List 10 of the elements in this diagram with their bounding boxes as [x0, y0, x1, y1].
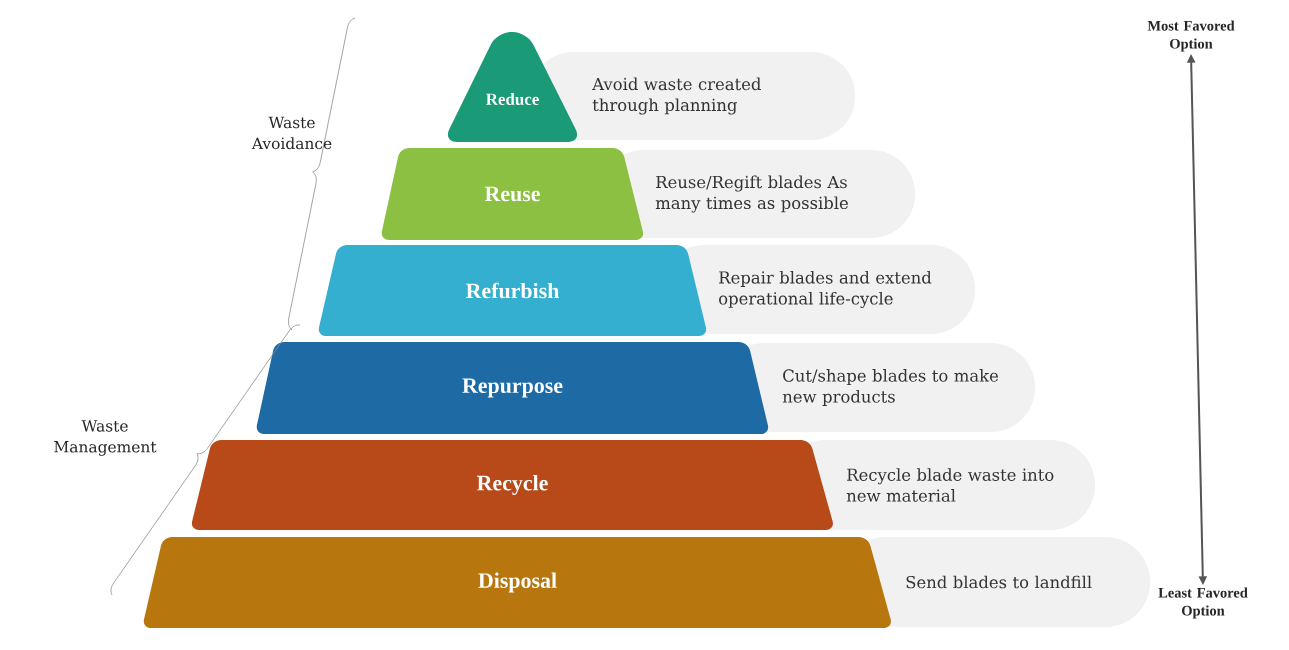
- pyramid-level: Refurbish: [318, 245, 707, 336]
- scale-label: Least Favored Option: [1158, 587, 1248, 619]
- group-label: Waste Avoidance: [251, 116, 332, 150]
- pyramid-level: Repurpose: [256, 342, 769, 434]
- group-label: Waste Management: [54, 420, 157, 456]
- pyramid-level: Reduce: [447, 32, 578, 142]
- pyramid-level: Recycle: [191, 440, 833, 530]
- pyramid-level: Disposal: [143, 537, 891, 628]
- pyramid-level: Reuse: [381, 148, 644, 240]
- scale-label: Most Favored Option: [1147, 20, 1235, 52]
